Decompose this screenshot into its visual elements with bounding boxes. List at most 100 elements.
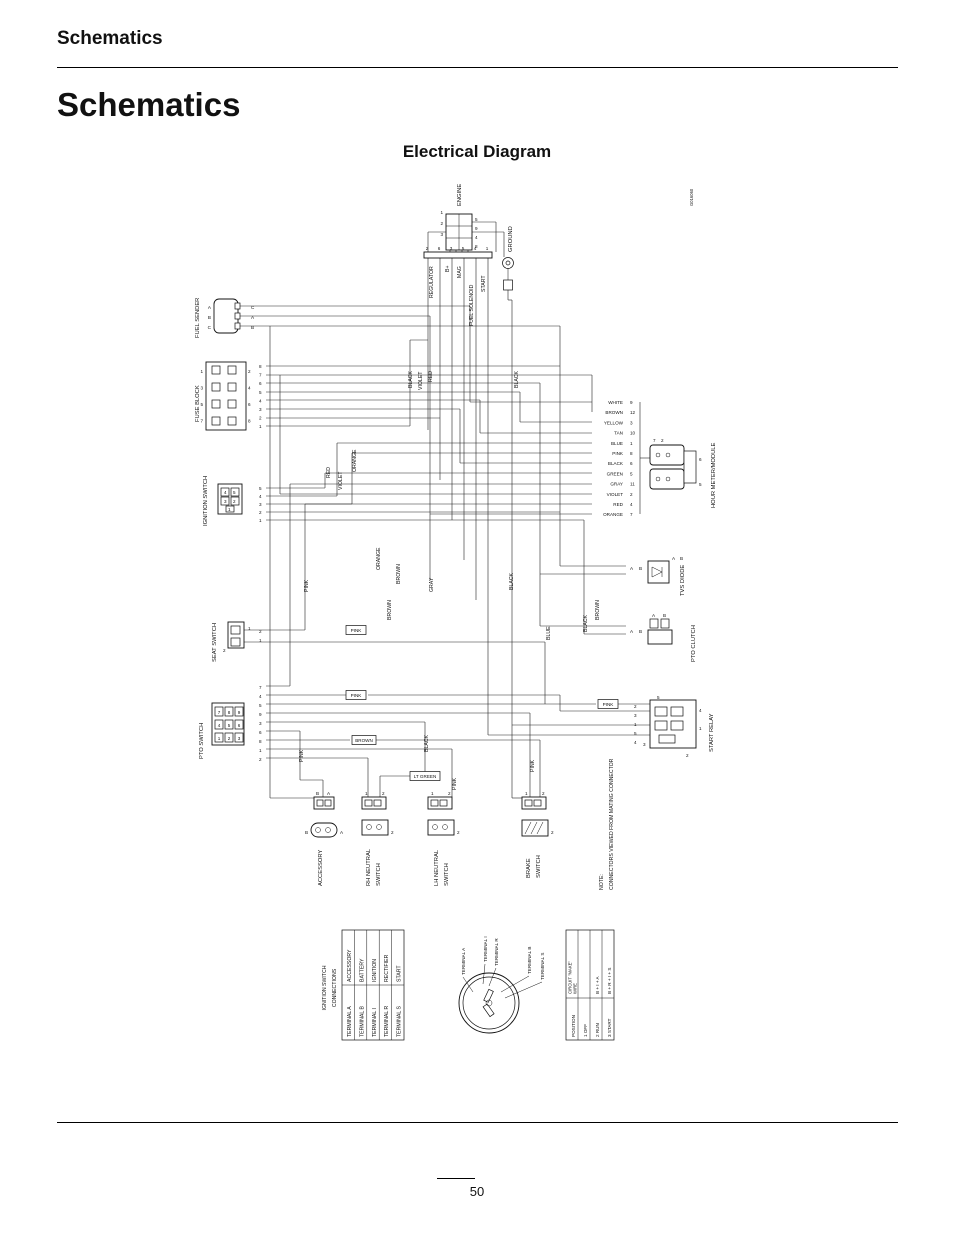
position-row: 3 START	[607, 1018, 612, 1037]
pto-switch-connector	[211, 702, 245, 746]
fuse-block-connector	[205, 361, 247, 431]
ignition-pin: 4	[224, 490, 227, 495]
ignition-switch-connector	[217, 483, 243, 515]
wire-label-pink: PINK	[351, 693, 363, 698]
wire-label-black: BLACK	[424, 734, 430, 752]
wire-label-violet: VIOLET	[338, 471, 344, 490]
brake-switch-label-1: BRAKE	[526, 858, 532, 878]
key-switch-detail: TERMINAL A TERMINAL I TERMINAL R TERMINA…	[458, 936, 545, 1034]
accessory-label: ACCESSORY	[318, 850, 324, 886]
note-line-2: CONNECTORS VIEWED FROM MATING CONNECTOR	[609, 758, 615, 890]
running-header: Schematics	[57, 28, 163, 49]
wire-label-orange: ORANGE	[376, 547, 382, 570]
tvs-diode-label: TVS DIODE	[680, 565, 686, 596]
wire-color-labels: BLACK VIOLET RED BLACK RED VIOLET ORANGE…	[299, 370, 601, 790]
seat-pin: 1	[248, 626, 251, 631]
ground-label: GROUND	[508, 226, 514, 252]
circuit-row: B + R + I + S	[607, 968, 612, 994]
page-number-rule	[437, 1178, 475, 1179]
key-terminal-a-label: TERMINAL A	[461, 947, 466, 975]
hour-meter-pin: 5	[699, 482, 702, 487]
wire-lines	[240, 221, 650, 799]
ign-table-terminal: TERMINAL A	[347, 1006, 353, 1037]
key-terminal-i-label: TERMINAL I	[483, 936, 488, 962]
position-row: 1 OFF	[583, 1024, 588, 1037]
diagram-title: Electrical Diagram	[402, 142, 552, 161]
brake-switch-pin: 2	[551, 830, 554, 835]
start-relay-pin: 5	[657, 695, 660, 700]
ground-symbol	[502, 257, 514, 291]
position-row: 2 RUN	[595, 1023, 600, 1037]
key-terminal-s-label: TERMINAL S	[540, 953, 545, 980]
ign-table-terminal: TERMINAL S	[397, 1006, 403, 1037]
wire-label-lt-green: LT GREEN	[414, 774, 437, 779]
wire-label-brown: BROWN	[387, 600, 393, 620]
ignition-connections-table: IGNITION SWITCH CONNECTIONS TERMINAL A A…	[322, 929, 405, 1041]
lh-neutral-label-1: LH NEUTRAL	[434, 849, 440, 886]
wire-label-red: RED	[428, 371, 434, 382]
circuit-row: B + I + A	[595, 975, 600, 994]
rh-neutral-label-2: SWITCH	[376, 863, 382, 886]
seat-pin: 2	[223, 648, 226, 653]
start-relay-label: START RELAY	[709, 713, 715, 752]
ign-table-circuit: START	[397, 965, 403, 982]
pto-switch-label: PTO SWITCH	[199, 723, 205, 759]
ign-table-circuit: IGNITION	[372, 959, 378, 982]
engine-label: ENGINE	[457, 184, 463, 206]
wire-label-black: BLACK	[408, 370, 414, 388]
start-relay-pin: 2	[686, 753, 689, 758]
rh-neutral-connector	[361, 796, 389, 836]
ignition-pin: 2	[233, 499, 236, 504]
lh-neutral-label-2: SWITCH	[444, 863, 450, 886]
fuel-sender-connector	[213, 298, 241, 334]
wire-label-pink: PINK	[452, 777, 458, 790]
fuel-solenoid-label: FUEL SOLENOID	[469, 284, 475, 326]
ign-table-terminal: TERMINAL I	[372, 1008, 378, 1037]
lh-neutral-pin: 2	[457, 830, 460, 835]
position-circuit-table: POSITION CIRCUIT "MAKE" WIRE 1 OFF 2 RUN…	[565, 929, 615, 1041]
position-header: POSITION	[571, 1015, 576, 1037]
footer-rule	[57, 1122, 898, 1123]
header-rule	[57, 67, 898, 68]
ign-table-title-2: CONNECTIONS	[332, 968, 338, 1007]
ignition-pin: 3	[224, 499, 227, 504]
hour-meter-pin: 7	[653, 438, 656, 443]
hour-meter-pin: 6	[699, 457, 702, 462]
wire-label-brown: BROWN	[595, 600, 601, 620]
wire-label-orange: ORANGE	[352, 449, 358, 472]
ignition-pin: 1	[228, 507, 231, 512]
page-number: 50	[469, 1184, 485, 1199]
ign-table-circuit: ACCESSORY	[347, 949, 353, 982]
rh-neutral-label-1: RH NEUTRAL	[366, 848, 372, 886]
ign-table-terminal: TERMINAL B	[359, 1006, 365, 1037]
pto-clutch-connector	[647, 618, 673, 645]
brake-switch-connector	[521, 796, 549, 837]
lh-neutral-connector	[427, 796, 455, 836]
regulator-label: REGULATOR	[429, 266, 435, 298]
start-relay-pin: 4	[699, 708, 702, 713]
start-relay-box	[649, 699, 697, 749]
ignition-switch-label: IGNITION SWITCH	[203, 476, 209, 526]
wire-label-red: RED	[326, 467, 332, 478]
wire-label-pink: PINK	[299, 749, 305, 762]
start-relay-pin: 1	[699, 726, 702, 731]
hour-meter-connector	[649, 444, 697, 490]
circuit-header-2: WIRE	[573, 983, 578, 994]
